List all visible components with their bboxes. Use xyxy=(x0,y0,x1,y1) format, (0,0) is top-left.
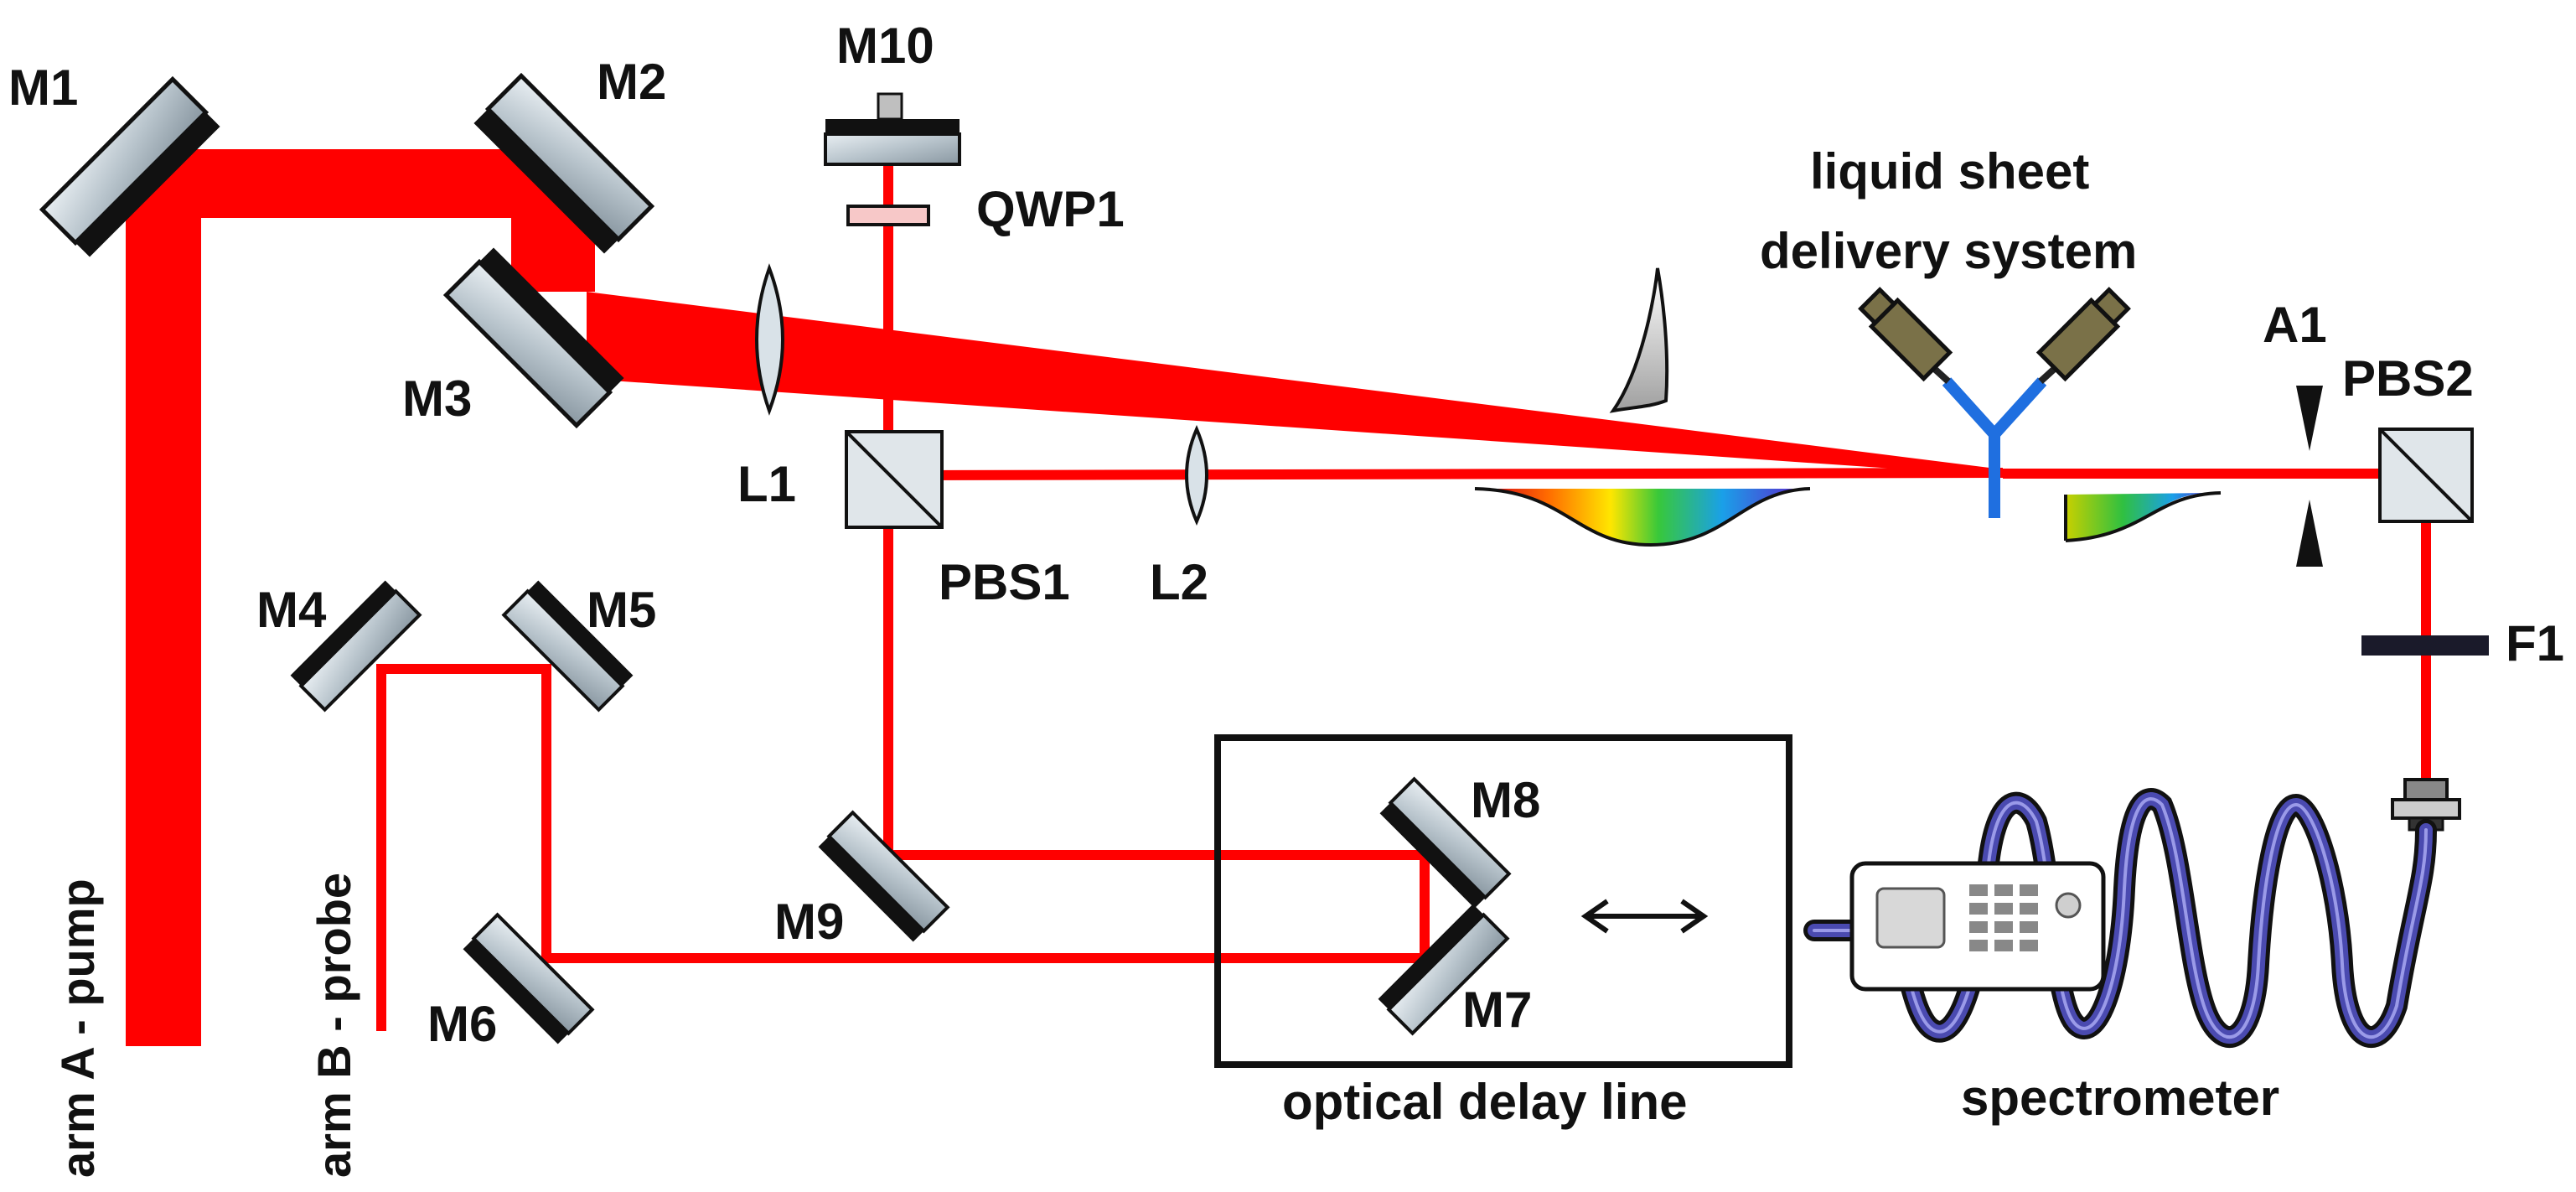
label-delay-line: optical delay line xyxy=(1282,1074,1688,1130)
optical-fiber-coil-icon xyxy=(1803,788,2437,1048)
liquid-sheet-nozzle-icon xyxy=(1858,287,2131,518)
beam-splitter-pbs2 xyxy=(2378,428,2474,523)
probe-spectrum-transmitted-outline xyxy=(2065,491,2222,542)
label-spectrometer: spectrometer xyxy=(1961,1070,2279,1126)
label-l1: L1 xyxy=(737,456,796,512)
label-arm-b: arm B - probe xyxy=(308,873,360,1178)
pump-beam-focused xyxy=(587,292,2003,476)
label-m8: M8 xyxy=(1471,772,1540,828)
beam-splitter-pbs1 xyxy=(845,430,944,529)
lens-l2 xyxy=(1185,424,1208,526)
filter-icon xyxy=(2361,635,2489,656)
label-m3: M3 xyxy=(402,371,472,427)
label-arm-a: arm A - pump xyxy=(51,878,104,1178)
probe-beam xyxy=(376,163,2431,1031)
probe-spectrum-transmitted xyxy=(2066,493,2208,541)
probe-spectrum-broad-outline xyxy=(1474,487,1811,547)
label-a1: A1 xyxy=(2263,297,2327,353)
mirror-m2 xyxy=(473,72,655,254)
label-l2: L2 xyxy=(1150,554,1208,610)
label-pbs2: PBS2 xyxy=(2342,350,2474,407)
double-arrow-icon xyxy=(1580,899,1709,934)
label-m5: M5 xyxy=(587,582,656,638)
pump-beam-arm-a xyxy=(126,149,201,1046)
mirror-m10 xyxy=(824,92,961,166)
component-labels: M1 M2 M3 M4 M5 M6 M7 M8 M9 M10 QWP1 L1 L… xyxy=(8,18,2564,1178)
probe-beam-arm-b xyxy=(376,482,1430,1031)
label-qwp1: QWP1 xyxy=(976,181,1125,237)
spectrometer-device-icon xyxy=(1849,861,2106,992)
delay-line-box xyxy=(1214,734,1792,1068)
label-m1: M1 xyxy=(8,60,78,116)
label-liquid-sheet-line2: delivery system xyxy=(1760,223,2137,279)
mirror-m3 xyxy=(442,247,624,429)
beam-splitter-cube-icon xyxy=(845,428,2474,529)
mirror-m4 xyxy=(290,580,422,713)
fiber-coupler xyxy=(2391,778,2461,832)
aperture-icon xyxy=(2296,386,2323,567)
mirror-m8 xyxy=(1379,776,1512,909)
mirror-m5 xyxy=(501,580,634,713)
mirror-m6 xyxy=(463,912,595,1044)
label-liquid-sheet-line1: liquid sheet xyxy=(1810,143,2089,200)
waveplate-icon xyxy=(846,205,930,226)
pump-pulse-shape xyxy=(1609,267,1669,413)
label-m10: M10 xyxy=(836,18,934,74)
label-m4: M4 xyxy=(256,582,327,638)
mirror-m9 xyxy=(818,810,950,942)
probe-spectrum-broad xyxy=(1483,489,1802,545)
label-m6: M6 xyxy=(427,996,497,1052)
mirror-m7 xyxy=(1378,904,1510,1036)
probe-beam-pbs1-sample xyxy=(921,468,2004,480)
mirror-m1 xyxy=(39,75,220,257)
lens-icon xyxy=(755,263,1208,526)
lens-l1 xyxy=(755,263,784,416)
label-f1: F1 xyxy=(2506,615,2564,671)
label-m7: M7 xyxy=(1462,982,1532,1038)
label-m9: M9 xyxy=(774,894,844,950)
label-pbs1: PBS1 xyxy=(939,554,1070,610)
label-m2: M2 xyxy=(597,54,666,110)
